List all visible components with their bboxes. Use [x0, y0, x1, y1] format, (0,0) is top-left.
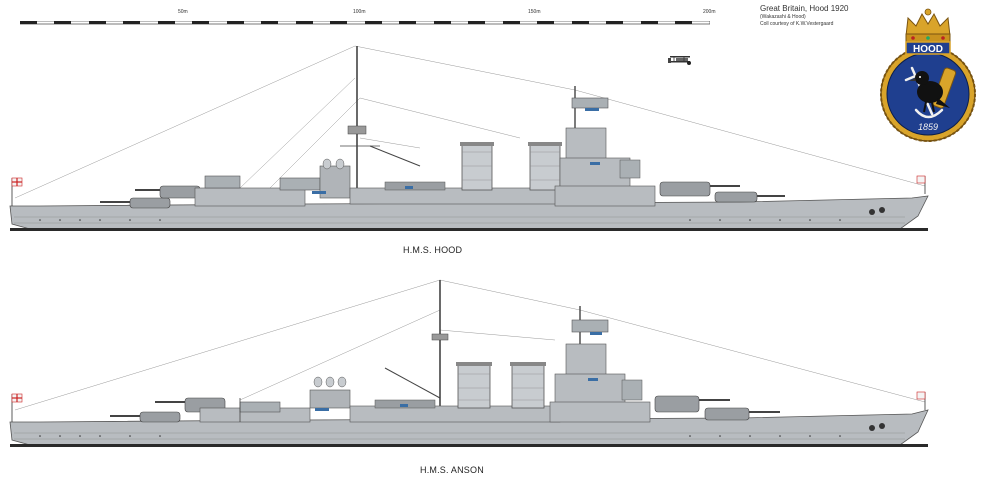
aft-turrets: [100, 185, 201, 209]
jack-flag-icon: [916, 175, 926, 194]
bridge-tower: [559, 86, 641, 189]
funnel-aft: [460, 142, 494, 191]
credits-courtesy: Coll courtesy of K.W.Vestergaard: [760, 21, 834, 27]
bridge-tower: [554, 306, 643, 405]
scale-tick-100m: 100m: [353, 9, 366, 15]
ship-profile-anson: [9, 279, 929, 447]
funnel-aft: [456, 362, 492, 409]
forward-turrets: [659, 181, 785, 203]
scale-tick-200m: 200m: [703, 9, 716, 15]
scale-tick-150m: 150m: [528, 9, 541, 15]
credits-title: Great Britain, Hood 1920: [760, 4, 849, 13]
badge-name: HOOD: [913, 44, 943, 55]
stern-ensign-icon: [11, 177, 23, 206]
funnel-forward: [528, 142, 562, 191]
hawse-anchor-icon: [869, 425, 875, 431]
caption-hood: H.M.S. HOOD: [403, 245, 463, 255]
hawse-anchor-icon: [879, 423, 885, 429]
rigging-lines: [14, 279, 926, 411]
ship-profile-hood: [9, 45, 929, 231]
scale-bar-graphic: [19, 20, 711, 25]
biplane-icon: [668, 56, 691, 65]
forward-turrets: [654, 395, 780, 421]
badge-year: 1859: [918, 122, 938, 132]
credits-subtitle: (Wakazashi & Hood): [760, 14, 806, 20]
scale-tick-50m: 50m: [178, 9, 188, 15]
crow-icon: [909, 71, 950, 113]
waterline-stripe: [10, 228, 928, 231]
hood-crest-badge: HOOD 1859: [880, 8, 976, 142]
portholes: [39, 219, 841, 221]
rigging-lines: [14, 45, 926, 199]
caption-anson: H.M.S. ANSON: [420, 465, 484, 475]
waterline-stripe: [10, 444, 928, 447]
portholes: [39, 435, 841, 437]
credits-block: Great Britain, Hood 1920 (Wakazashi & Ho…: [760, 4, 849, 28]
hawse-anchor-icon: [869, 209, 875, 215]
crown-icon: [905, 8, 951, 43]
funnel-forward: [510, 362, 546, 409]
hawse-anchor-icon: [879, 207, 885, 213]
stern-ensign-icon: [11, 393, 23, 422]
jack-flag-icon: [916, 391, 926, 410]
